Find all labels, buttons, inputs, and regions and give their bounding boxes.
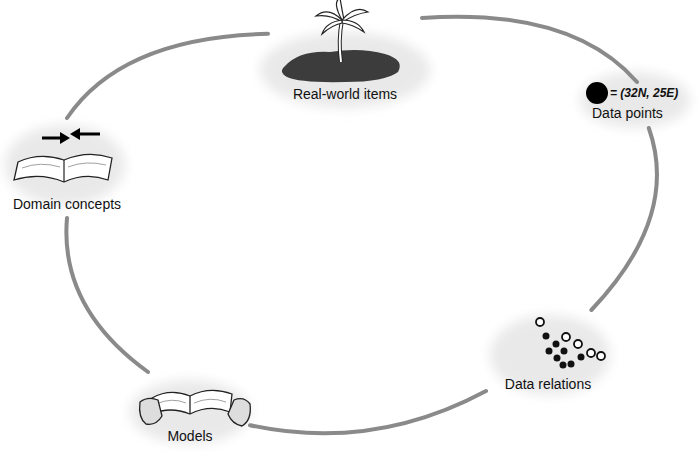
item-label: Data relations bbox=[486, 376, 610, 393]
domain-concept-item: Domain concepts bbox=[4, 118, 130, 218]
item-label: Models bbox=[130, 428, 250, 445]
label-text: Models bbox=[167, 428, 212, 445]
item-label: Real-world items bbox=[268, 86, 422, 103]
label-text: Data points bbox=[592, 105, 663, 122]
coordinate-text: = (32N, 25E) bbox=[610, 86, 696, 101]
data-point-item: = (32N, 25E) Data points bbox=[578, 82, 696, 128]
item-label: Domain concepts bbox=[4, 196, 130, 213]
real-world-item: Real-world items bbox=[268, 2, 422, 108]
coordinate-value: = (32N, 25E) bbox=[610, 86, 678, 101]
book-arrows-illustration bbox=[14, 128, 112, 182]
label-text: Data relations bbox=[505, 376, 591, 393]
background-blotches bbox=[5, 32, 690, 444]
cycle-arc bbox=[422, 17, 637, 82]
cycle-arc bbox=[591, 128, 657, 310]
cycle-arc bbox=[66, 218, 148, 372]
island-illustration bbox=[282, 0, 400, 82]
data-relation-item: Data relations bbox=[486, 310, 610, 400]
hands-book-illustration bbox=[140, 390, 251, 426]
item-label: Data points bbox=[592, 105, 696, 122]
label-text: Domain concepts bbox=[13, 196, 121, 213]
label-text: Real-world items bbox=[293, 86, 397, 103]
cycle-arc bbox=[67, 34, 268, 118]
cycle-arc bbox=[250, 391, 486, 433]
model-item: Models bbox=[130, 372, 250, 448]
data-point-dot bbox=[586, 82, 608, 104]
data-relations-dots bbox=[536, 318, 605, 369]
